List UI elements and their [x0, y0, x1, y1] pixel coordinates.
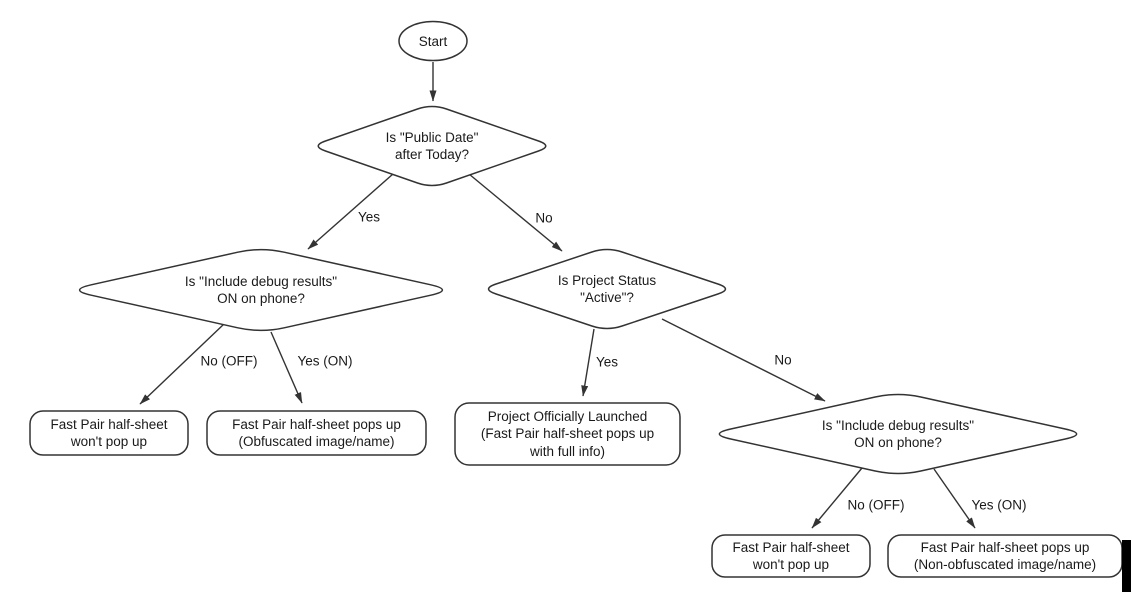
edge-debug-left-no-off [139, 323, 225, 405]
edge-public-date-no [468, 173, 563, 252]
decision-debug-left-shape [78, 248, 444, 332]
result-launched-shape [454, 402, 681, 466]
decision-project-status-shape [487, 248, 727, 330]
edge-debug-left-yes-on [270, 331, 303, 404]
start-shape [398, 20, 468, 62]
decision-public-date-shape [317, 105, 547, 187]
result-obfuscated-shape [206, 410, 427, 456]
edge-public-date-yes [307, 173, 394, 250]
text-cursor-artifact [1122, 540, 1131, 592]
result-non-obfuscated-shape [887, 534, 1123, 578]
result-no-popup-left-shape [29, 410, 189, 456]
edge-debug-right-yes-on [933, 468, 976, 529]
edge-debug-right-no-off [811, 467, 863, 529]
edge-project-status-no [661, 318, 826, 402]
decision-debug-right-shape [718, 393, 1078, 475]
edge-project-status-yes [581, 328, 595, 397]
result-no-popup-right-shape [711, 534, 871, 578]
